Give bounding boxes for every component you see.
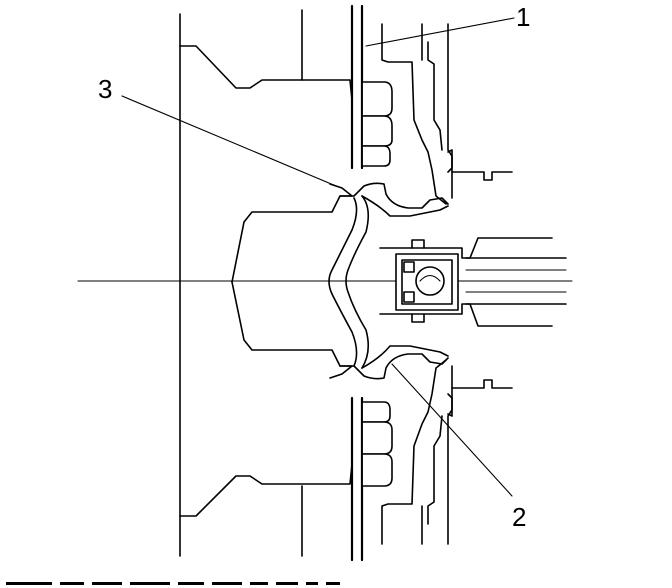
leader-line-3 (121, 95, 337, 187)
callout-label-1: 1 (516, 2, 530, 32)
left-housing-outline (179, 9, 303, 557)
leader-line-1 (365, 17, 515, 47)
axle-shaft-and-spindle-nut (379, 237, 567, 327)
callout-label-2: 2 (512, 502, 526, 532)
leader-line-2 (391, 363, 513, 497)
callout-leader-lines (121, 17, 515, 497)
hub-flange-plate (350, 4, 364, 562)
lower-wheel-nut (361, 401, 393, 487)
rotor-profile (179, 45, 353, 517)
bottom-dashed-rule (6, 582, 340, 585)
upper-wheel-nut (361, 81, 393, 167)
hub-boss (328, 182, 449, 380)
bearing-housing (381, 23, 513, 545)
callout-label-3: 3 (98, 74, 112, 104)
